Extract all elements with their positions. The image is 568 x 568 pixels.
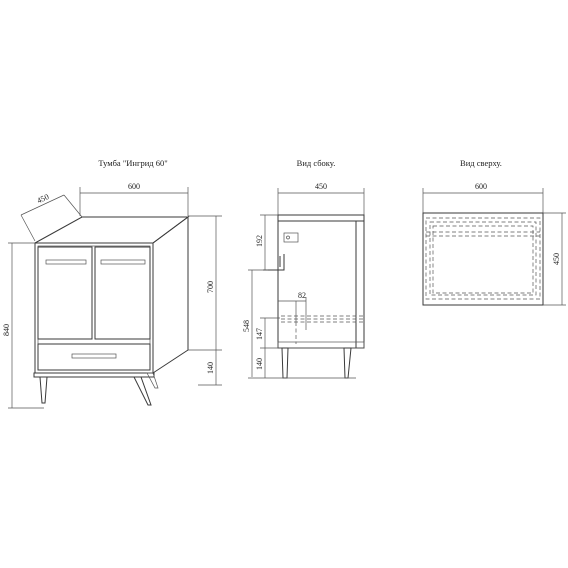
dim-side-548: 548 [242, 320, 251, 332]
side-back-leg [281, 347, 289, 379]
dim-front-depth: 450 [36, 192, 51, 205]
front-view-title: Тумба "Ингрид 60" [98, 158, 167, 168]
dim-top-depth: 450 [552, 253, 561, 265]
drawer-handle [71, 353, 117, 359]
dim-side-82: 82 [298, 291, 306, 300]
right-door-handle [100, 259, 146, 265]
front-isometric-view: Тумба "Ингрид 60" 600 450 [2, 158, 222, 409]
mounting-bracket [283, 232, 299, 243]
side-view: Вид сбоку. 450 82 [242, 158, 365, 379]
left-door [37, 246, 93, 340]
left-door-handle [45, 259, 87, 265]
side-view-title: Вид сбоку. [297, 158, 336, 168]
dim-front-width: 600 [128, 182, 140, 191]
dim-front-height: 840 [2, 324, 11, 336]
dim-front-body: 700 [206, 281, 215, 293]
top-view: Вид сверху. 600 450 [422, 158, 566, 306]
top-view-title: Вид сверху. [460, 158, 502, 168]
dim-side-147: 147 [255, 328, 264, 340]
drawer [37, 343, 151, 371]
front-right-leg [133, 376, 152, 406]
side-front-leg [343, 347, 352, 379]
front-left-leg [39, 376, 48, 404]
top-outline [422, 212, 544, 306]
dim-side-width: 450 [315, 182, 327, 191]
dim-side-140: 140 [255, 358, 264, 370]
right-door [94, 246, 151, 340]
dim-top-width: 600 [475, 182, 487, 191]
dim-side-192: 192 [255, 235, 264, 247]
dim-front-leg: 140 [206, 362, 215, 374]
